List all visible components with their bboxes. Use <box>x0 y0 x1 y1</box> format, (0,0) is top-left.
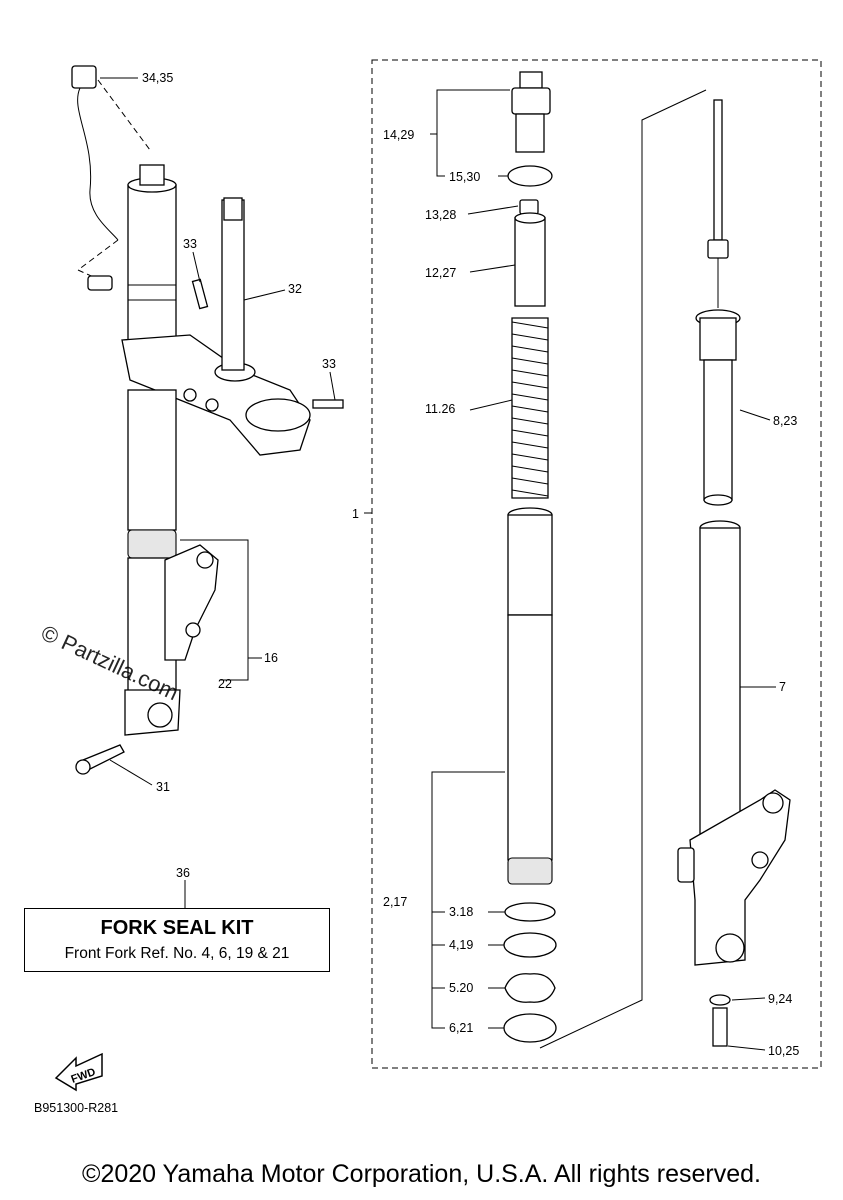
inner-tube <box>699 527 741 849</box>
reference-code: B951300-R281 <box>34 1101 119 1115</box>
center-leader-lines <box>364 89 707 1049</box>
callout-33-upper: 33 <box>183 237 197 251</box>
callout-13-28: 13,28 <box>425 208 456 222</box>
cap-bolt-head <box>519 71 543 89</box>
fork-assembly-boundary <box>371 59 822 1069</box>
right-leader-lines <box>727 409 776 1051</box>
callout-11-26: 11.26 <box>425 402 455 416</box>
o-ring <box>507 165 553 187</box>
callout-31: 31 <box>156 780 170 794</box>
left-fork-tube-lower <box>127 389 177 531</box>
left-fork-tube-upper <box>127 184 177 346</box>
sensor-wire <box>77 87 119 241</box>
callout-4-19: 4,19 <box>449 938 473 952</box>
outer-tube <box>507 614 553 861</box>
callout-5-20: 5.20 <box>449 981 473 995</box>
forward-arrow-icon: FWD <box>54 1050 106 1097</box>
dust-seal <box>503 1013 557 1043</box>
kit-subtitle: Front Fork Ref. No. 4, 6, 19 & 21 <box>64 945 290 962</box>
oil-seal <box>503 932 557 958</box>
bolt-33-lower <box>312 399 344 409</box>
callout-12-27: 12,27 <box>425 266 456 280</box>
damper-bolt <box>712 1007 728 1047</box>
wire-connector <box>87 275 113 291</box>
kit-title: FORK SEAL KIT <box>100 917 254 939</box>
callout-2-17: 2,17 <box>383 895 407 909</box>
copper-washer <box>709 994 731 1006</box>
callout-7: 7 <box>779 680 786 694</box>
left-fork-assembly <box>71 65 344 775</box>
copyright-notice: ©2020 Yamaha Motor Corporation, U.S.A. A… <box>82 1160 761 1188</box>
callout-16: 16 <box>264 651 278 665</box>
center-fork-exploded <box>503 71 557 1043</box>
spacer-tube <box>514 217 546 307</box>
callout-3-18: 3.18 <box>449 905 473 919</box>
cap-bolt <box>511 87 551 115</box>
fork-spring <box>511 317 549 499</box>
callout-33-lower: 33 <box>322 357 336 371</box>
callout-1: 1 <box>352 507 359 521</box>
callout-22: 22 <box>218 677 232 691</box>
locknut <box>519 199 539 215</box>
callout-15-30: 15,30 <box>449 170 480 184</box>
callout-14-29: 14,29 <box>383 128 414 142</box>
callout-34-35: 34,35 <box>142 71 173 85</box>
outer-tube-upper <box>507 514 553 616</box>
bolt-33-upper <box>191 278 209 310</box>
fork-seal-kit-box: FORK SEAL KIT Front Fork Ref. No. 4, 6, … <box>24 908 330 972</box>
callout-labels: 34,35 33 32 33 16 22 31 14,29 15,30 13,2… <box>142 71 799 1058</box>
callout-6-21: 6,21 <box>449 1021 473 1035</box>
damper-cylinder <box>703 359 733 501</box>
callout-10-25: 10,25 <box>768 1044 799 1058</box>
callout-9-24: 9,24 <box>768 992 792 1006</box>
callout-8-23: 8,23 <box>773 414 797 428</box>
left-caliper-mount <box>164 544 219 661</box>
damper-rod <box>713 99 723 241</box>
steering-stem <box>221 199 245 371</box>
left-leader-lines <box>100 77 336 908</box>
callout-32: 32 <box>288 282 302 296</box>
right-fork-internals <box>677 99 791 1047</box>
retaining-clip <box>504 973 556 1003</box>
sensor-part <box>71 65 97 89</box>
callout-36: 36 <box>176 866 190 880</box>
dust-seal-clip <box>504 902 556 922</box>
damper-cylinder-head <box>699 317 737 361</box>
